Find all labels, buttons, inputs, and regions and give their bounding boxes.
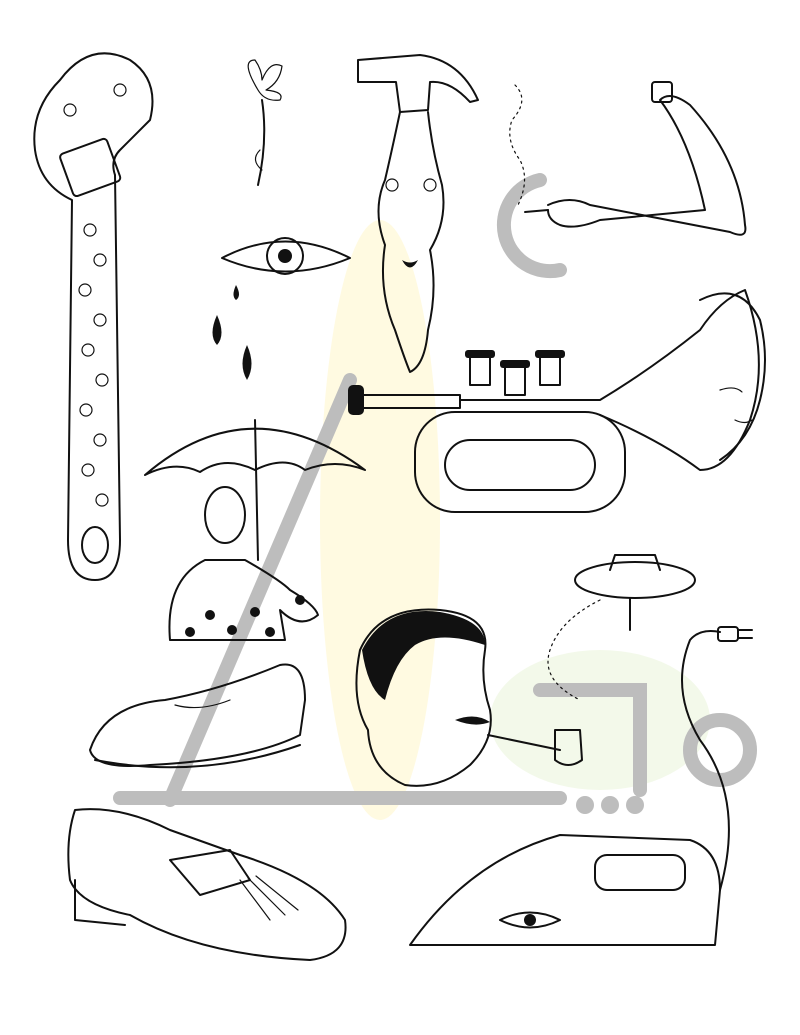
umbrella-figure-drawing <box>144 419 366 641</box>
hammer-torso-drawing <box>357 54 479 373</box>
trumpet-woman-drawing <box>348 289 766 513</box>
watermark-logo <box>113 173 757 814</box>
floating-saucer-drawing <box>547 554 696 701</box>
loafer-bottom-drawing <box>67 808 347 961</box>
man-pipe-drawing <box>355 608 583 787</box>
wrench-drawing <box>33 52 154 581</box>
vacuum-iron-drawing <box>409 626 753 946</box>
arm-cigarette-drawing <box>509 81 747 236</box>
flower-drawing <box>247 59 283 186</box>
background-tint <box>320 220 710 820</box>
loafer-top-drawing <box>89 663 306 769</box>
crying-eye-drawing <box>212 237 351 380</box>
